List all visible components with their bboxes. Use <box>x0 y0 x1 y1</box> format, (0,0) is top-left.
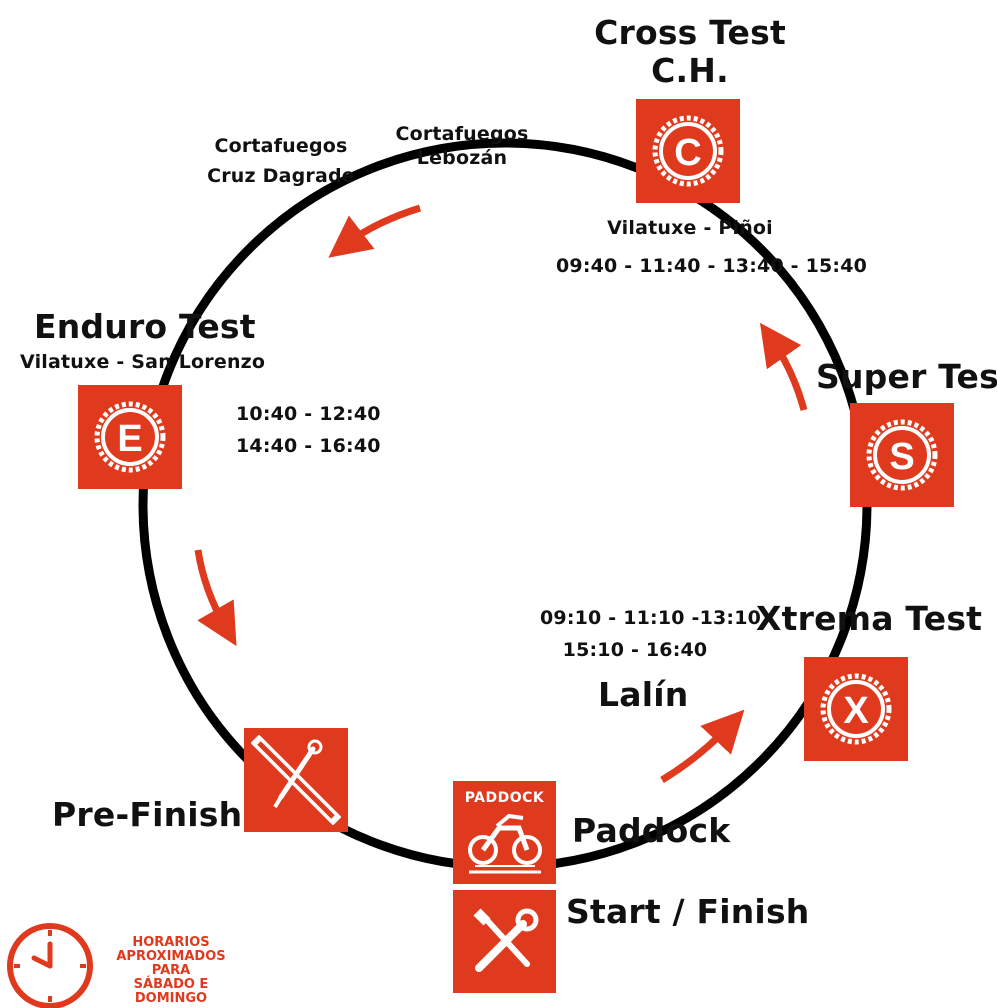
arrow-bottom-right <box>660 709 745 783</box>
pre-finish-title: Pre-Finish <box>52 795 243 834</box>
clock-icon <box>7 923 93 1008</box>
enduro-test-icon: E <box>78 385 182 489</box>
enduro-location: Vilatuxe - San Lorenzo <box>20 351 266 373</box>
firebreak-lebozan: Cortafuegos Lebozán <box>395 123 529 169</box>
pre-finish-icon <box>244 728 348 832</box>
gear-x-icon: X <box>820 673 892 745</box>
cross-times: 09:40 - 11:40 - 13:40 - 15:40 <box>556 255 868 277</box>
arrow-top-left <box>328 204 422 258</box>
gear-s-icon: S <box>866 419 938 491</box>
start-finish-icon <box>453 890 556 993</box>
schedule-note: HORARIOS APROXIMADOS PARA SÁBADO E DOMIN… <box>116 935 226 1006</box>
firebreak-dagrade: Cortafuegos Cruz Dagrade <box>207 135 355 187</box>
enduro-times: 10:40 - 12:40 14:40 - 16:40 <box>236 403 381 457</box>
paddock-icon-label: PADDOCK <box>464 789 545 806</box>
cross-test-title: Cross Test C.H. <box>594 13 786 90</box>
xtrema-letter: X <box>843 690 869 732</box>
motorbike-icon <box>467 813 542 873</box>
cross-location: Vilatuxe - Piñoi <box>607 217 773 239</box>
xtrema-times: 09:10 - 11:10 -13:10 15:10 - 16:40 <box>540 607 762 661</box>
xtrema-location: Lalín <box>598 675 689 714</box>
paddock-icon: PADDOCK <box>453 781 556 884</box>
cross-test-icon: C <box>636 99 740 203</box>
super-test-icon: S <box>850 403 954 507</box>
pencil-wrench-icon <box>251 735 341 825</box>
enduro-test-title: Enduro Test <box>34 307 256 346</box>
arrow-left <box>194 549 237 647</box>
xtrema-test-title: Xtrema Test <box>756 599 983 638</box>
gear-e-icon: E <box>94 401 166 473</box>
tools-icon <box>472 907 538 972</box>
super-test-title: Super Test <box>816 357 997 396</box>
cross-letter: C <box>674 132 701 174</box>
gear-c-icon: C <box>652 115 724 187</box>
xtrema-test-icon: X <box>804 657 908 761</box>
arrow-right <box>759 322 808 411</box>
super-letter: S <box>889 436 914 478</box>
enduro-letter: E <box>117 418 142 460</box>
start-finish-title: Start / Finish <box>566 892 810 931</box>
paddock-title: Paddock <box>572 811 731 850</box>
